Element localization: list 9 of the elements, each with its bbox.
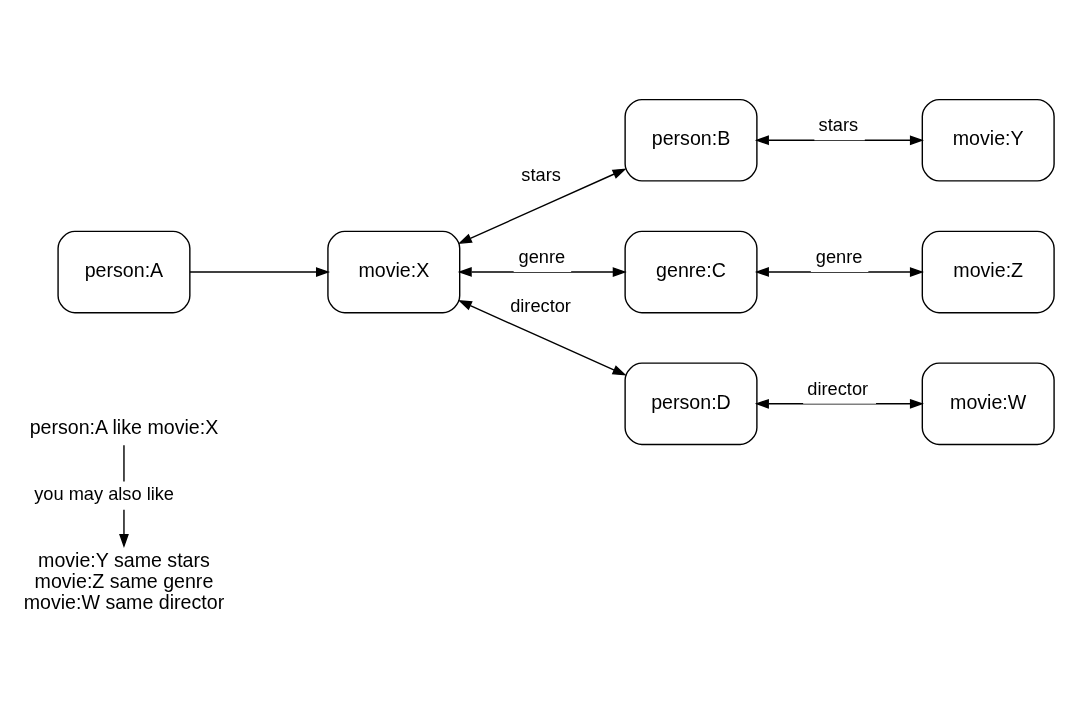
node-text: movie:Y same stars movie:Z same genre movie:W same director (23, 548, 225, 613)
edge-label: genre (815, 246, 863, 267)
node-text: person:A like movie:X (29, 415, 219, 438)
edge-label: stars (818, 114, 859, 135)
edge-label: genre (518, 246, 566, 267)
edge-label: stars (521, 164, 561, 185)
edge-label: you may also like (34, 483, 174, 504)
edge-label: director (510, 295, 571, 316)
edge-label: director (807, 378, 869, 399)
